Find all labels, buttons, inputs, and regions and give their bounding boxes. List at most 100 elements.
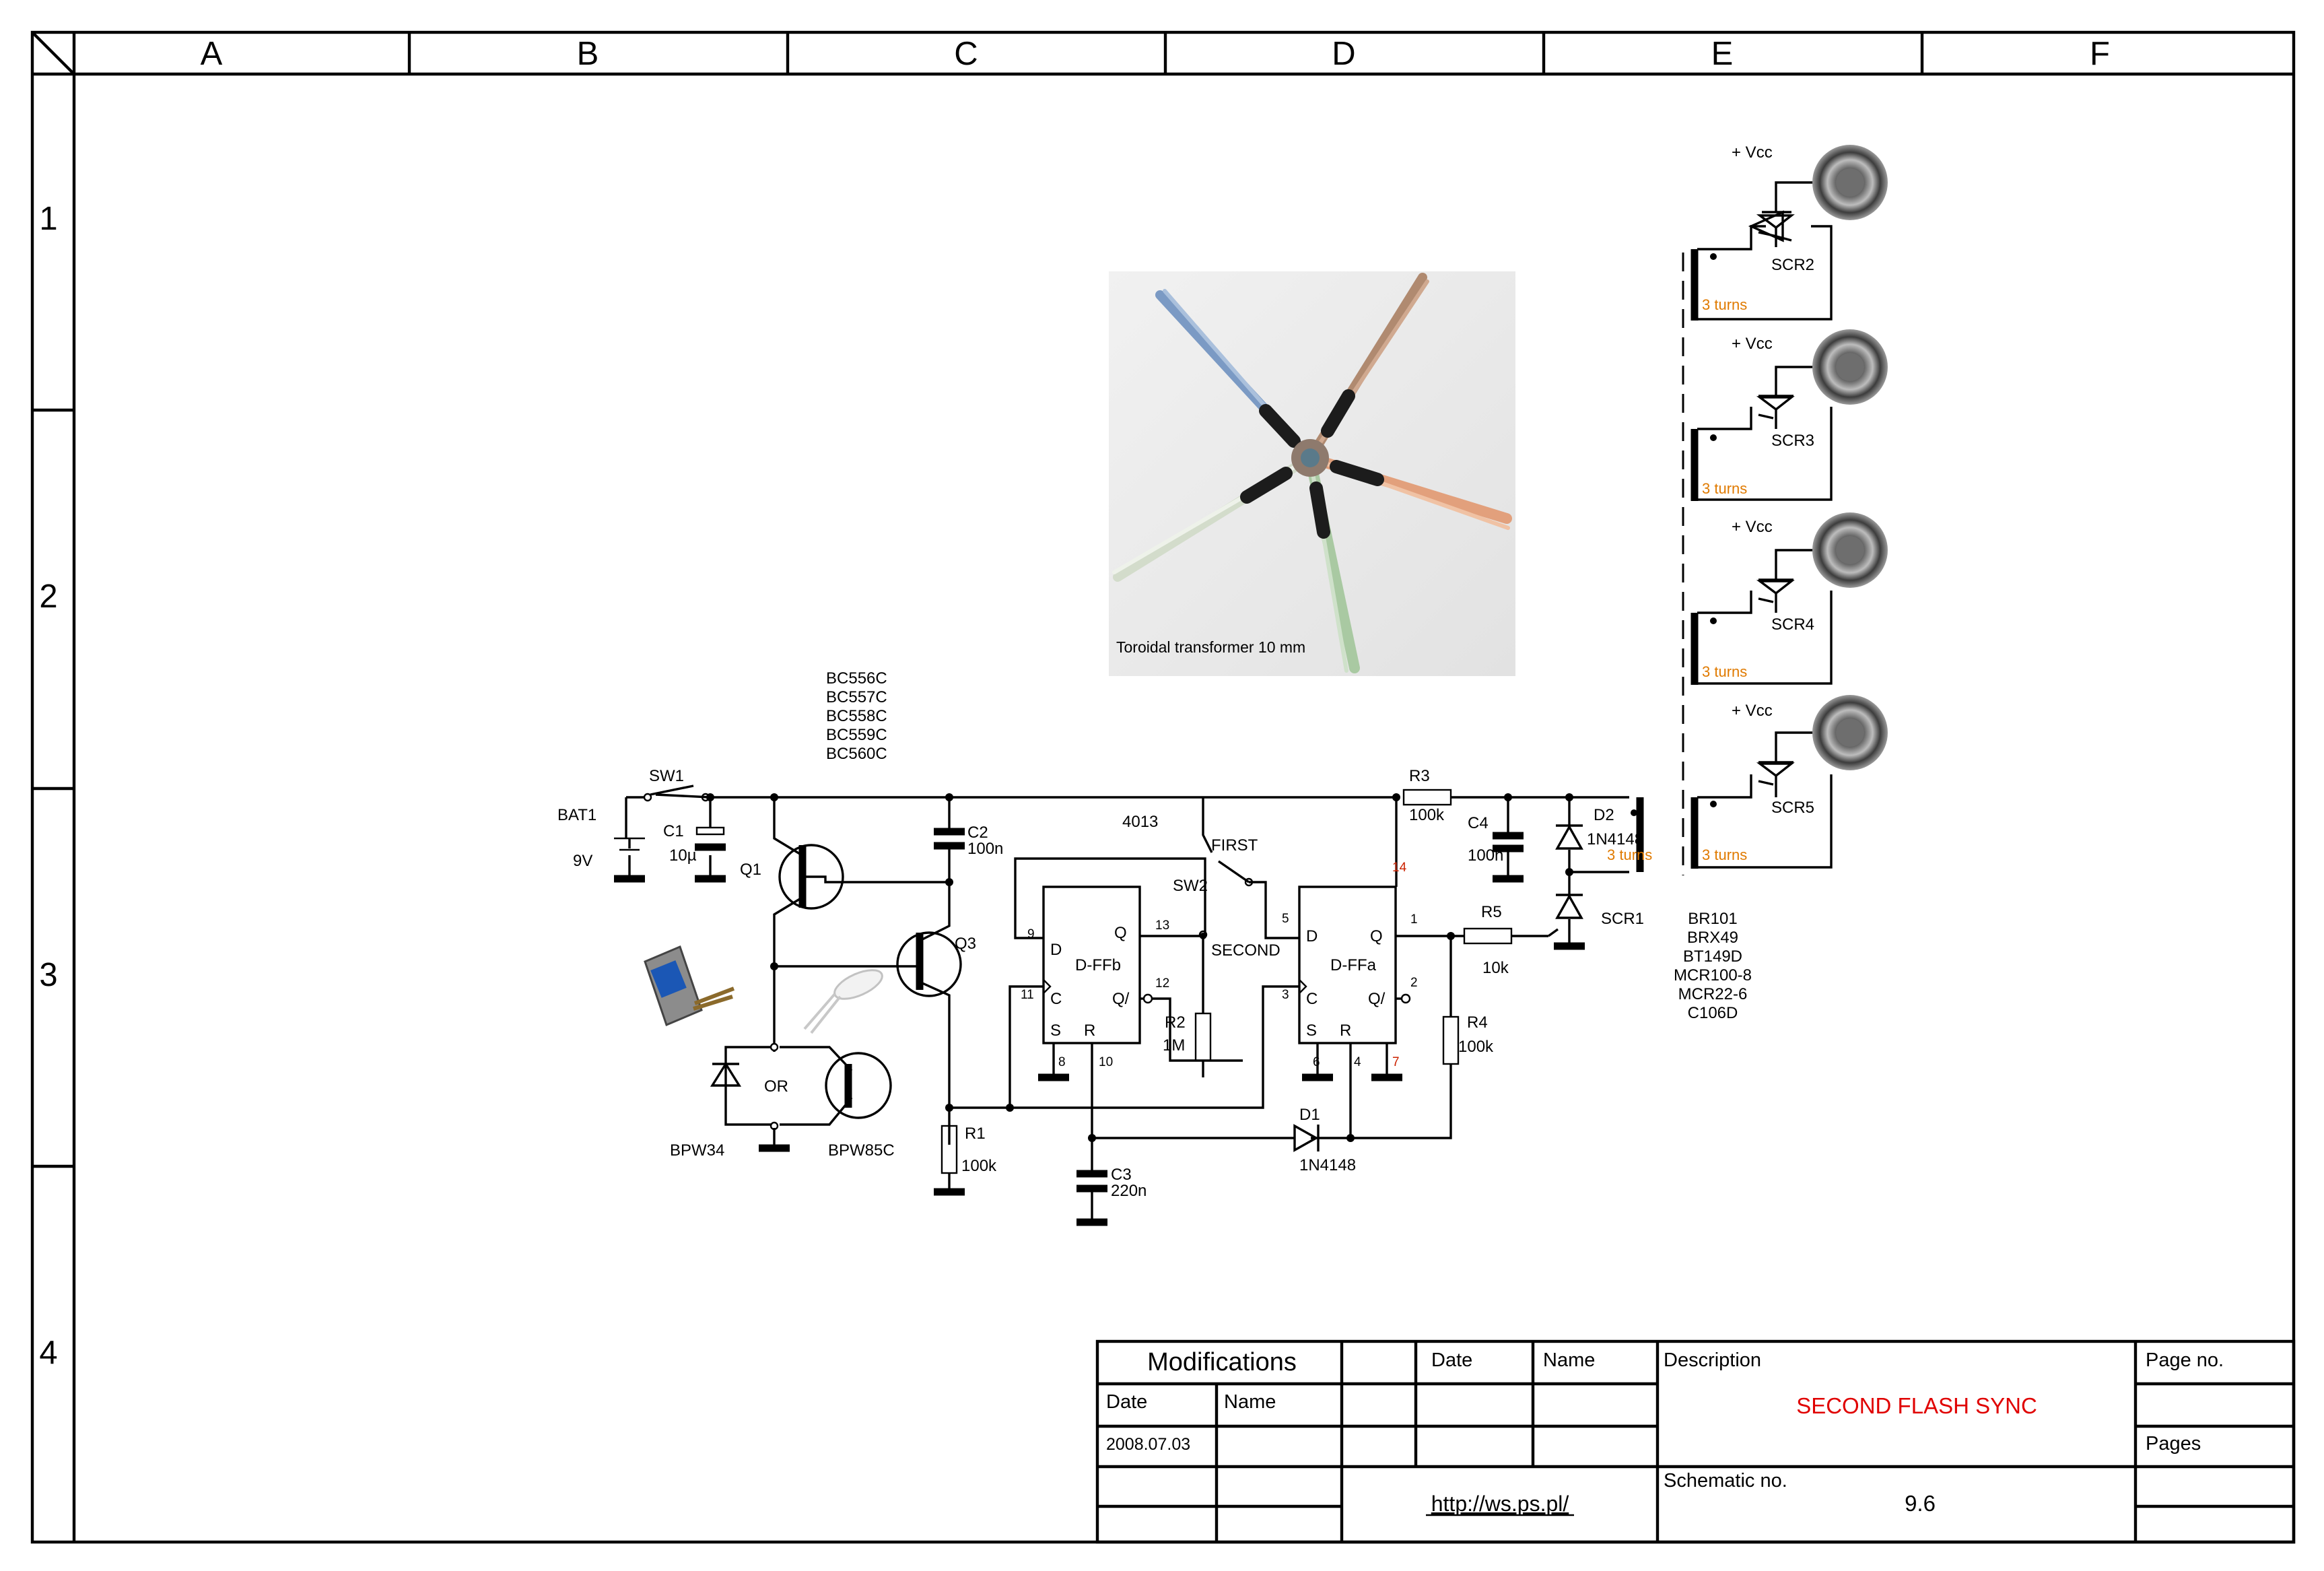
primary-turns: 3 turns (1607, 846, 1652, 863)
d2-label: D2 (1594, 806, 1614, 824)
scr2-vcc: + Vcc (1732, 143, 1773, 162)
component-labels: BC556C BC557C BC558C BC559C BC560C BAT1 … (557, 143, 1814, 1200)
schematic-wires (614, 789, 1644, 1226)
d2-value: 1N4148 (1587, 830, 1643, 848)
bat1-voltage: 9V (573, 852, 592, 870)
dffa-pin-q: Q (1370, 927, 1383, 945)
scr3-channel (1690, 329, 1888, 501)
c3-label: C3 (1111, 1166, 1132, 1184)
scr5-turns: 3 turns (1702, 846, 1747, 863)
dffb-pin12: 12 (1155, 976, 1169, 991)
c3-value: 220n (1111, 1182, 1147, 1200)
scr-type-3: BT149D (1683, 947, 1742, 966)
scr3-turns: 3 turns (1702, 480, 1747, 497)
sw2-label: SW2 (1173, 877, 1208, 895)
row-headers: 1 2 3 4 (39, 201, 57, 1371)
junction-dots (706, 793, 1637, 1142)
r1-value: 100k (961, 1157, 997, 1175)
dffb-pin11: 11 (1021, 988, 1034, 1002)
url-link[interactable]: http://ws.ps.pl/ (1431, 1492, 1569, 1516)
description-label: Description (1664, 1349, 1761, 1371)
dffa-pin-r: R (1340, 1022, 1351, 1040)
dffa-pin-qn: Q/ (1368, 990, 1386, 1008)
mod-date-1: 2008.07.03 (1106, 1435, 1190, 1454)
q3-label: Q3 (955, 935, 976, 953)
modifications-heading: Modifications (1147, 1348, 1297, 1376)
scr4-vcc: + Vcc (1732, 518, 1773, 536)
column-a: A (201, 36, 223, 72)
dffb-pin-c: C (1050, 990, 1062, 1008)
dffb-pin-d: D (1050, 941, 1062, 959)
toroid-photo: Toroidal transformer 10 mm (1109, 271, 1515, 676)
q1-label: Q1 (740, 861, 761, 879)
d1-value: 1N4148 (1299, 1156, 1356, 1174)
scr1-label: SCR1 (1601, 910, 1644, 928)
page-no-label: Page no. (2146, 1349, 2224, 1371)
d1-label: D1 (1299, 1106, 1320, 1124)
row-4: 4 (39, 1335, 57, 1371)
r4-value: 100k (1458, 1038, 1494, 1056)
dffb-pin-s: S (1050, 1022, 1061, 1040)
name-header: Name (1543, 1349, 1595, 1371)
c4-value: 100n (1468, 846, 1503, 865)
r2-label: R2 (1165, 1013, 1186, 1032)
dffa-pin7: 7 (1392, 1055, 1400, 1069)
r2-value: 1M (1163, 1036, 1185, 1055)
column-f: F (2090, 36, 2110, 72)
transistor-type-3: BC558C (826, 707, 887, 725)
second-label: SECOND (1211, 941, 1280, 960)
scr3-label: SCR3 (1771, 432, 1814, 450)
scr5-vcc: + Vcc (1732, 702, 1773, 720)
scr-type-5: MCR22-6 (1678, 985, 1748, 1003)
c1-label: C1 (663, 822, 684, 840)
first-label: FIRST (1211, 836, 1258, 855)
drawing-frame (30, 30, 2296, 1544)
column-d: D (1332, 36, 1355, 72)
mod-date-header: Date (1106, 1391, 1147, 1413)
dffa-pin3: 3 (1282, 988, 1289, 1002)
switch-sw1 (643, 784, 710, 802)
dffb-pin10: 10 (1099, 1055, 1113, 1069)
bpw85c-label: BPW85C (828, 1141, 895, 1160)
dffb-pin8: 8 (1058, 1055, 1066, 1069)
row-3: 3 (39, 957, 57, 993)
transistor-type-4: BC559C (826, 726, 887, 744)
scr-type-6: C106D (1688, 1004, 1738, 1022)
dffb-label: D-FFb (1075, 956, 1121, 974)
r5-value: 10k (1482, 959, 1509, 977)
scr2-channel (1690, 145, 1888, 321)
dffb-pin-qn: Q/ (1112, 990, 1130, 1008)
column-headers: A B C D E F (201, 36, 2110, 72)
r3-label: R3 (1409, 767, 1430, 785)
dffb-pin-r: R (1084, 1022, 1095, 1040)
scr2-label: SCR2 (1771, 256, 1814, 274)
scr4-turns: 3 turns (1702, 663, 1747, 680)
scr4-label: SCR4 (1771, 615, 1814, 634)
scr-type-2: BRX49 (1687, 929, 1738, 947)
title-block: Modifications Date Name 2008.07.03 Date … (1095, 1339, 2296, 1544)
transistor-type-5: BC560C (826, 745, 887, 763)
bpw34-picture (644, 945, 735, 1027)
photo-caption: Toroidal transformer 10 mm (1116, 638, 1305, 656)
dffb-pin9: 9 (1027, 927, 1035, 941)
mod-name-header: Name (1224, 1391, 1276, 1413)
r1-label: R1 (965, 1125, 986, 1143)
toroid-wires (1112, 273, 1512, 673)
row-1: 1 (39, 201, 57, 237)
r3-value: 100k (1409, 806, 1445, 824)
r4-label: R4 (1467, 1013, 1488, 1032)
dffa-pin5: 5 (1282, 912, 1289, 926)
r5-label: R5 (1481, 903, 1502, 921)
scr-type-1: BR101 (1688, 910, 1737, 928)
c2-value: 100n (967, 840, 1003, 858)
transistor-type-1: BC556C (826, 669, 887, 688)
sw1-label: SW1 (649, 767, 684, 785)
scr4-channel (1690, 512, 1888, 685)
dffa-pin4: 4 (1354, 1055, 1361, 1069)
dffa-label: D-FFa (1330, 956, 1377, 974)
schematic-no-label: Schematic no. (1664, 1470, 1787, 1492)
schematic-no: 9.6 (1905, 1491, 1936, 1516)
column-c: C (954, 36, 978, 72)
scr5-channel (1690, 695, 1888, 869)
